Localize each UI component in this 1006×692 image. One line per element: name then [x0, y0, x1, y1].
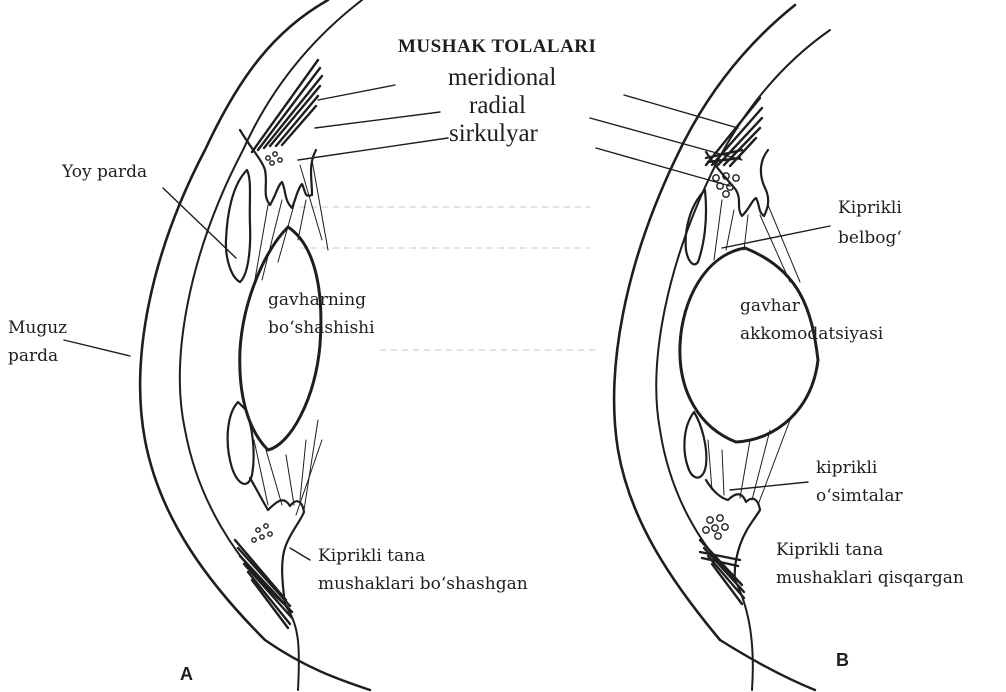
lens-relaxed-a	[240, 227, 321, 450]
label-tana-a-line2: mushaklari bo‘shashgan	[318, 574, 528, 594]
label-belbog-line2: belbog‘	[838, 228, 902, 248]
ciliary-body-upper-a	[240, 130, 316, 208]
label-gavharning-line1: gavharning	[268, 290, 366, 310]
circular-fibers-lower-b	[703, 515, 728, 539]
circular-fibers-upper-a	[266, 152, 282, 165]
fiber-type-sirkulyar: sirkulyar	[449, 120, 538, 148]
label-osimta-line1: kiprikli	[816, 458, 877, 478]
label-yoy-parda: Yoy parda	[62, 162, 147, 182]
label-tana-b-line2: mushaklari qisqargan	[776, 568, 964, 588]
leader-lines-b	[590, 95, 830, 490]
label-muguz-line1: Muguz	[8, 318, 67, 338]
lens-accommodated-b	[680, 248, 818, 442]
iris-lower-a	[228, 402, 254, 484]
label-muguz-line2: parda	[8, 346, 58, 366]
sclera-lower-b	[720, 640, 815, 690]
label-gavharning-line2: bo‘shashishi	[268, 318, 375, 338]
label-gavhar-line2: akkomodatsiyasi	[740, 324, 883, 344]
label-tana-a-line1: Kiprikli tana	[318, 546, 425, 566]
panel-b-label: B	[836, 650, 849, 671]
iris-lower-b	[684, 412, 706, 478]
label-tana-b-line1: Kiprikli tana	[776, 540, 883, 560]
iris-upper-a	[226, 170, 250, 282]
fiber-type-radial: radial	[469, 92, 526, 120]
label-osimta-line2: o‘simtalar	[816, 486, 903, 506]
muscle-strands-upper-b	[706, 98, 762, 166]
sclera-lower-a	[265, 640, 370, 690]
label-belbog-line1: Kiprikli	[838, 198, 902, 218]
muscle-fibers-title: MUSHAK TOLALARI	[398, 36, 596, 58]
fiber-type-meridional: meridional	[448, 64, 556, 92]
circular-fibers-lower-a	[252, 524, 272, 542]
label-gavhar-line1: gavhar	[740, 296, 800, 316]
muscle-strands-lower-b	[700, 540, 744, 604]
panel-a-label: A	[180, 664, 193, 685]
